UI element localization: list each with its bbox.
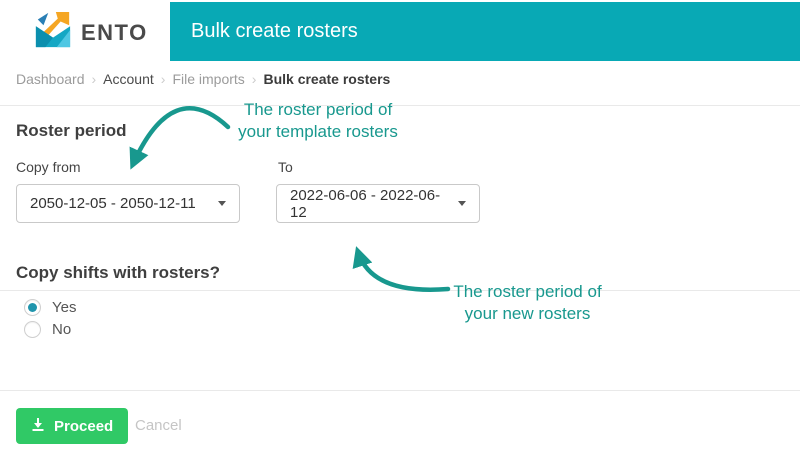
breadcrumb-dashboard[interactable]: Dashboard	[16, 71, 85, 87]
radio-option-yes[interactable]: Yes	[24, 299, 76, 316]
copy-from-select[interactable]: 2050-12-05 - 2050-12-11	[16, 184, 240, 223]
annotation-template-rosters: The roster period of your template roste…	[208, 99, 428, 143]
divider	[0, 390, 800, 391]
proceed-button[interactable]: Proceed	[16, 408, 129, 444]
breadcrumb-file-imports[interactable]: File imports	[172, 71, 245, 87]
to-label: To	[278, 159, 293, 175]
breadcrumb-separator: ›	[160, 71, 166, 87]
page-title: Bulk create rosters	[191, 20, 358, 42]
to-select[interactable]: 2022-06-06 - 2022-06-12	[276, 184, 480, 223]
radio-label-yes: Yes	[52, 299, 77, 316]
caret-down-icon	[458, 201, 466, 206]
radio-label-no: No	[52, 321, 72, 338]
breadcrumb-separator: ›	[91, 71, 97, 87]
download-icon	[31, 417, 45, 435]
annotation-line: your new rosters	[464, 304, 591, 323]
radio-button-no[interactable]	[24, 321, 41, 338]
annotation-line: The roster period of	[243, 100, 393, 119]
breadcrumb-current: Bulk create rosters	[263, 71, 391, 87]
radio-dot	[28, 303, 37, 312]
radio-button-yes[interactable]	[24, 299, 41, 316]
brand-wordmark: ENTO	[81, 19, 148, 45]
copy-from-value: 2050-12-05 - 2050-12-11	[30, 195, 196, 212]
breadcrumb: Dashboard › Account › File imports › Bul…	[16, 71, 390, 87]
roster-period-heading: Roster period	[16, 121, 127, 140]
radio-option-no[interactable]: No	[24, 321, 71, 338]
ento-logo-icon	[34, 11, 72, 54]
copy-shifts-heading: Copy shifts with rosters?	[16, 263, 221, 282]
to-value: 2022-06-06 - 2022-06-12	[290, 186, 441, 221]
cancel-link[interactable]: Cancel	[135, 417, 182, 434]
annotation-line: your template rosters	[238, 122, 398, 141]
page-title-bar: Bulk create rosters	[170, 2, 800, 61]
annotation-new-rosters: The roster period of your new rosters	[400, 281, 655, 325]
proceed-button-label: Proceed	[54, 417, 114, 435]
breadcrumb-separator: ›	[251, 71, 257, 87]
divider	[0, 105, 800, 106]
annotation-line: The roster period of	[453, 282, 602, 301]
copy-from-label: Copy from	[16, 159, 81, 175]
caret-down-icon	[218, 201, 226, 206]
ento-logo[interactable]: ENTO	[34, 11, 148, 54]
breadcrumb-account[interactable]: Account	[103, 71, 154, 87]
